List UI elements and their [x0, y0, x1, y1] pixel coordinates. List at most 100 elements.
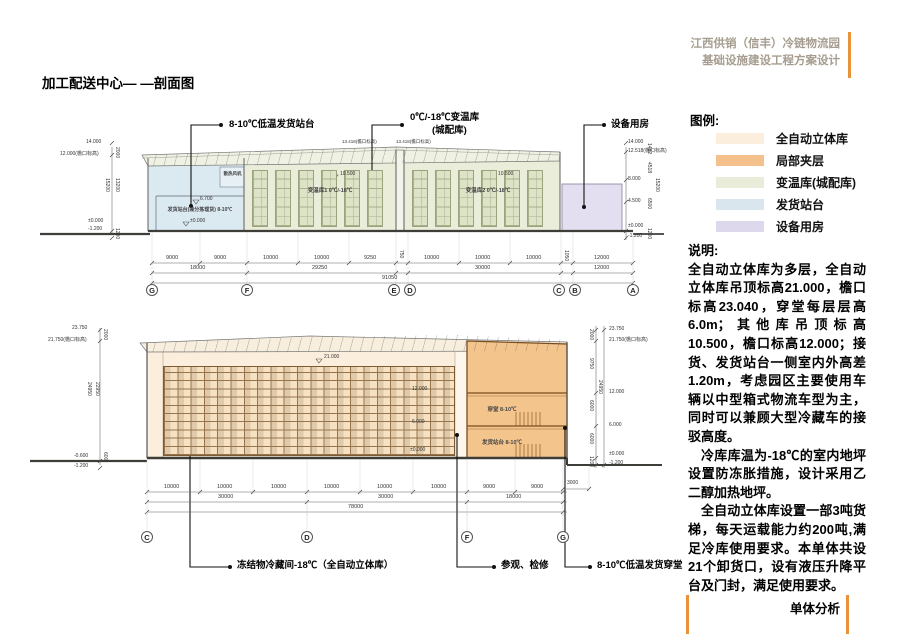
room-label: 穿堂 8-10℃	[487, 407, 517, 413]
roof-truss-hatch	[148, 147, 560, 166]
doc-header-line1: 江西供销（信丰）冷链物流园	[690, 38, 841, 50]
vertical-dim: 6500	[646, 198, 652, 210]
vertical-dim: 1200	[114, 228, 120, 240]
legend-item: 局部夹层	[716, 154, 825, 168]
level-label: ±0.000	[190, 218, 206, 224]
level-label: 12.000	[412, 386, 428, 392]
notes-paragraph: 全自动立体库为多层，全自动立体库吊顶标高21.000，檐口标高23.040，穿堂…	[688, 261, 866, 444]
dim-label: 78000	[348, 504, 364, 510]
room-label: 发货站台(兼分拣理货) 8-10℃	[167, 207, 233, 213]
room-label: 变温库1 0℃/-18℃	[307, 188, 353, 194]
level-label: 21.000	[324, 354, 340, 360]
legend-swatch	[716, 155, 764, 166]
dim-label: 30000	[218, 494, 234, 500]
callout-label: 0℃/-18℃变温库	[410, 112, 480, 123]
vertical-dim: 2000	[114, 147, 120, 159]
rack-grid	[252, 170, 268, 227]
dim-label: 18000	[506, 494, 522, 500]
footer-accent-bar-right	[846, 595, 849, 634]
level-label: 6.000	[609, 422, 622, 428]
grid-bubble: F	[461, 531, 473, 543]
dim-label: 750	[398, 250, 404, 259]
dim-label: 10000	[475, 255, 491, 261]
vertical-dim: 4518	[646, 162, 652, 174]
dim-label: 12000	[594, 255, 610, 261]
legend-item: 设备用房	[716, 220, 825, 234]
dim-label: 91050	[382, 275, 398, 281]
level-label: 23.750	[609, 326, 625, 332]
level-label: -0.600	[74, 453, 89, 459]
grid-bubble: A	[627, 284, 639, 296]
grid-bubble: B	[569, 284, 581, 296]
rack-grid	[367, 170, 383, 227]
level-label: -1.200	[628, 233, 643, 239]
callout-label: 冻结物冷藏间-18℃（全自动立体库）	[237, 560, 394, 571]
dim-label: 9000	[166, 255, 179, 261]
dim-label: 29250	[312, 265, 328, 271]
footer-label: 单体分析	[789, 602, 840, 616]
dim-label: 10000	[424, 255, 440, 261]
dim-label: 1050	[563, 250, 569, 262]
dim-label: 9250	[364, 255, 377, 261]
rack-grid	[321, 170, 337, 227]
dim-label: 10000	[164, 484, 180, 490]
vertical-dim: 2000	[588, 329, 594, 341]
level-label: -1.200	[74, 463, 89, 469]
rack-grid	[504, 170, 520, 227]
vertical-dim: 1200	[588, 456, 594, 468]
grid-bubble: D	[301, 531, 313, 543]
grid-bubble: D	[404, 284, 416, 296]
level-label: ±0.000	[628, 223, 644, 229]
roof-truss-hatch	[147, 335, 567, 352]
level-label: 6.700	[200, 196, 213, 202]
legend-title: 图例:	[690, 114, 720, 128]
level-label: 12.000(檐口标高)	[60, 151, 99, 157]
dim-label: 12000	[594, 265, 610, 271]
vertical-dim: 1200	[646, 228, 652, 240]
dim-label: 9000	[531, 484, 544, 490]
doc-header-line2: 基础设施建设工程方案设计	[702, 55, 840, 67]
level-label: 12.000	[609, 389, 625, 395]
legend-swatch	[716, 221, 764, 232]
notes-title: 说明:	[688, 243, 719, 258]
level-label: 21.750(檐口标高)	[48, 337, 87, 343]
notes-block: 说明: 全自动立体库为多层，全自动立体库吊顶标高21.000，檐口标高23.04…	[688, 242, 866, 595]
level-label: -1.200	[88, 226, 103, 232]
callout-label: 参观、检修	[501, 560, 549, 571]
asrs-rack-grid	[163, 366, 455, 456]
grid-bubble: C	[141, 531, 153, 543]
level-label: 14.000	[628, 139, 644, 145]
dim-label: 10000	[377, 484, 393, 490]
vertical-dim: 15200	[654, 178, 660, 192]
level-label: 4.500	[628, 198, 641, 204]
dim-label: 9000	[214, 255, 227, 261]
dim-label: 18000	[190, 265, 206, 271]
rack-grid	[435, 170, 451, 227]
rack-grid	[344, 170, 360, 227]
level-label: 12.518(檐口标高)	[628, 148, 667, 154]
eave-level-label: 13.418(檐口标高)	[342, 139, 377, 144]
dim-label: 10000	[271, 484, 287, 490]
vertical-dim: 2000	[102, 329, 108, 341]
vertical-dim: 13200	[114, 178, 120, 192]
grid-bubble: G	[557, 531, 569, 543]
vertical-dim: 9750	[588, 358, 594, 370]
vertical-dim: 24950	[597, 380, 603, 394]
page-title: 加工配送中心— —剖面图	[42, 76, 195, 91]
header-accent-bar	[848, 32, 851, 78]
eave-level-label: 13.418(檐口标高)	[396, 139, 431, 144]
vertical-dim: 15200	[104, 178, 110, 192]
grid-bubble: E	[388, 284, 400, 296]
dim-label: 10000	[263, 255, 279, 261]
vertical-dim: 22950	[94, 382, 100, 396]
grid-bubble: C	[553, 284, 565, 296]
level-label: 23.750	[72, 325, 88, 331]
level-label: 10.500	[340, 171, 356, 177]
dim-label: 30000	[378, 494, 394, 500]
callout-label: (城配库)	[432, 125, 467, 136]
legend-swatch	[716, 199, 764, 210]
legend-label: 设备用房	[776, 220, 825, 234]
legend-label: 变温库(城配库)	[776, 176, 856, 190]
legend-label: 局部夹层	[776, 154, 825, 168]
